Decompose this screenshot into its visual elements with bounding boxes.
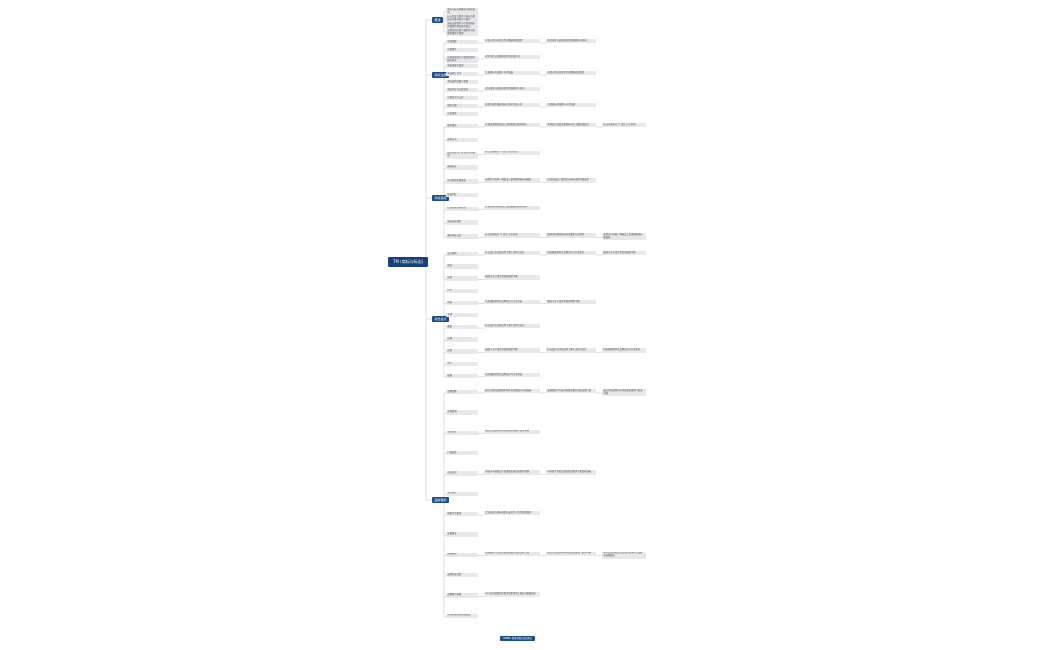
detail-note[interactable]: 在核定使用的商品上使用核准注册的商标 bbox=[484, 205, 540, 211]
footer-badge: XMIND 思维导图 在此添加 bbox=[500, 636, 535, 641]
branch-item[interactable]: 维权途径 bbox=[446, 430, 478, 436]
branch-item[interactable]: 使用规范 bbox=[446, 124, 478, 129]
branch-item[interactable]: 比例 bbox=[446, 337, 478, 342]
detail-note[interactable]: 发现侵权行为及时收集证据并采取法律行动 bbox=[484, 551, 540, 557]
branch-item[interactable]: 注意事项 bbox=[446, 112, 478, 117]
branch-item[interactable]: 简洁 bbox=[446, 264, 478, 269]
detail-note[interactable]: 未经许可在同一种商品上使用相同商标属侵权 bbox=[484, 178, 540, 183]
branch-item[interactable]: 商标使用证据与管理 bbox=[446, 80, 478, 85]
branch-item[interactable]: 品牌识别系统与视觉符号的整体规划与管理 bbox=[446, 29, 478, 37]
branch-item[interactable]: 驰名商标认定 bbox=[446, 234, 478, 239]
detail-note[interactable]: 核准注册后颁发商标注册证书并公告 bbox=[484, 103, 540, 108]
branch-item[interactable]: 许可使用合同备案 bbox=[446, 179, 478, 184]
detail-note[interactable]: 发现侵权行为及时收集证据并采取法律行动 bbox=[546, 389, 596, 394]
detail-note[interactable]: 标注注册标记 ® 或注 以示区别 bbox=[484, 150, 540, 155]
branch-item[interactable]: 损害赔偿 bbox=[446, 552, 478, 558]
detail-note[interactable]: 注册商标有效期十年可续展 bbox=[546, 103, 596, 108]
detail-note[interactable]: 建立完善的品牌保护体系并定期进行市场巡查 bbox=[484, 389, 540, 394]
branch-item[interactable]: 商标转让许可 bbox=[446, 72, 478, 77]
detail-note[interactable]: 形式审查与实质审查的具体要求与时间 bbox=[546, 39, 596, 44]
section-usage[interactable]: 商标使用 bbox=[432, 195, 450, 201]
branch-item[interactable]: 商标淡化保护 bbox=[446, 220, 478, 225]
branch-item[interactable]: 行政投诉 bbox=[446, 451, 478, 456]
branch-item[interactable]: 使用方式 bbox=[446, 137, 478, 143]
branch-item[interactable]: 海关保护 bbox=[446, 491, 478, 497]
detail-note[interactable]: 色彩搭配需符合品牌定位与行业特征 bbox=[602, 348, 646, 353]
branch-item[interactable]: 司法诉讼 bbox=[446, 471, 478, 476]
branch-item[interactable]: 商标标注 bbox=[446, 165, 478, 170]
branch-item[interactable]: 市场监测 bbox=[446, 410, 478, 415]
branch-item[interactable]: 规范 bbox=[446, 361, 478, 367]
detail-note[interactable]: 标注注册标记 ® 或注 以示区别 bbox=[484, 233, 540, 238]
detail-note[interactable]: 通过行政途径向市场监督管理部门投诉举报 bbox=[602, 389, 646, 397]
detail-note[interactable]: 向人民法院提起民事诉讼要求停止侵权并赔偿损失 bbox=[484, 592, 540, 597]
branch-item[interactable]: 标志的设计要求与商标注册相关的基本知识与规定 bbox=[446, 15, 478, 23]
detail-note[interactable]: 申请人提交申请文件并缴纳相关费用 bbox=[484, 39, 540, 44]
branch-item[interactable]: 造型 bbox=[446, 288, 478, 293]
branch-item[interactable]: 商标法律保护与市场营销中的重要作用及相关要点 bbox=[446, 22, 478, 30]
section-registration[interactable]: 商标注册 bbox=[432, 72, 450, 78]
branch-item[interactable]: 申请流程 bbox=[446, 40, 478, 45]
detail-note[interactable]: 在类似商品上使用近似商标容易导致混淆 bbox=[546, 178, 596, 183]
detail-note[interactable]: 向电商平台提交侵权投诉要求下架侵权链接 bbox=[546, 470, 596, 475]
root-topic[interactable]: TM (商标与标志) bbox=[388, 257, 429, 267]
detail-note[interactable]: 申请人提交申请文件并缴纳相关费用 bbox=[546, 71, 596, 76]
detail-note[interactable]: 色彩搭配需符合品牌定位与行业特征 bbox=[484, 372, 540, 378]
branch-item[interactable]: 字体 bbox=[446, 312, 478, 318]
branch-item[interactable]: 品牌资产管理 bbox=[446, 593, 478, 598]
detail-note[interactable]: 标注注册标记 ® 或注 以示区别 bbox=[602, 123, 646, 128]
branch-item[interactable]: 应用 bbox=[446, 349, 478, 354]
branch-item[interactable]: 品牌战略 bbox=[446, 390, 478, 395]
branch-item[interactable]: 品牌价值评估 bbox=[446, 573, 478, 578]
branch-item[interactable]: 企业内部商标管理制度 bbox=[446, 613, 478, 619]
detail-note[interactable]: 形式审查与实质审查的具体要求与时间 bbox=[484, 87, 540, 92]
branch-item[interactable]: 注册条件 bbox=[446, 48, 478, 53]
detail-note[interactable]: 标志设计应当简洁明了便于识别与记忆 bbox=[546, 348, 596, 353]
detail-note[interactable]: 未经许可在同一种商品上使用相同商标属侵权 bbox=[602, 233, 646, 241]
detail-note[interactable]: 初步审定公告期间的异议处理方式 bbox=[484, 55, 540, 60]
section-overview[interactable]: 概述 bbox=[432, 17, 444, 23]
branch-item[interactable]: 注册证书与公告 bbox=[446, 96, 478, 101]
branch-item[interactable]: 识别 bbox=[446, 276, 478, 281]
branch-item[interactable]: 商标续展与变更 bbox=[446, 64, 478, 69]
detail-note[interactable]: 图形与文字组合需保持视觉平衡 bbox=[602, 251, 646, 256]
branch-item[interactable]: 近似商标判断标准 bbox=[446, 206, 478, 212]
detail-note[interactable]: 通过行政途径向市场监督管理部门投诉举报 bbox=[546, 551, 596, 557]
detail-note[interactable]: 图形与文字组合需保持视觉平衡 bbox=[546, 299, 596, 305]
branch-item[interactable]: 网络平台投诉 bbox=[446, 512, 478, 517]
detail-note[interactable]: 注册商标有效期十年可续展 bbox=[484, 71, 540, 76]
detail-note[interactable]: 色彩搭配需符合品牌定位与行业特征 bbox=[484, 299, 540, 305]
branch-item[interactable]: 证据保全 bbox=[446, 532, 478, 537]
branch-item[interactable]: 注册审查要点与驳回复审的相关程序 bbox=[446, 56, 478, 64]
branch-item[interactable]: 色彩 bbox=[446, 300, 478, 306]
branch-item[interactable]: 商标与标志的概念与区别说明 bbox=[446, 8, 478, 16]
detail-note[interactable]: 图形与文字组合需保持视觉平衡 bbox=[484, 348, 540, 353]
branch-item[interactable]: 侵权判定 bbox=[446, 192, 478, 198]
detail-note[interactable]: 企业应建立商标档案并安排专人负责管理维护 bbox=[484, 511, 540, 516]
branch-item[interactable]: 设计原则 bbox=[446, 252, 478, 257]
branch-item[interactable]: 商标异议与无效宣告 bbox=[446, 88, 478, 93]
detail-note[interactable]: 标志设计应当简洁明了便于识别与记忆 bbox=[484, 251, 540, 256]
section-brand-protection[interactable]: 品牌保护 bbox=[432, 497, 450, 503]
detail-note[interactable]: 图形与文字组合需保持视觉平衡 bbox=[484, 275, 540, 280]
detail-note[interactable]: 不得自行改变注册商标的文字图形或组合 bbox=[546, 123, 596, 128]
detail-note[interactable]: 通过行政途径向市场监督管理部门投诉举报 bbox=[484, 429, 540, 435]
branch-item[interactable]: 图形 bbox=[446, 325, 478, 330]
detail-note[interactable]: 色彩搭配需符合品牌定位与行业特征 bbox=[546, 251, 596, 256]
branch-item[interactable]: 商品包装与广告宣传中的使用 bbox=[446, 151, 478, 159]
section-logo-design[interactable]: 标志设计 bbox=[432, 316, 450, 322]
detail-note[interactable]: 向人民法院提起民事诉讼要求停止侵权并赔偿损失 bbox=[602, 551, 646, 559]
detail-note[interactable]: 使用中应保持商标的显著性与识别性 bbox=[546, 233, 596, 238]
branch-item[interactable]: 延展 bbox=[446, 373, 478, 379]
detail-note[interactable]: 标志设计应当简洁明了便于识别与记忆 bbox=[484, 324, 540, 329]
detail-note[interactable]: 在核定使用的商品上使用核准注册的商标 bbox=[484, 123, 540, 128]
detail-note[interactable]: 向海关申请知识产权备案实施边境保护措施 bbox=[484, 470, 540, 475]
branch-item[interactable]: 国际注册 bbox=[446, 104, 478, 109]
